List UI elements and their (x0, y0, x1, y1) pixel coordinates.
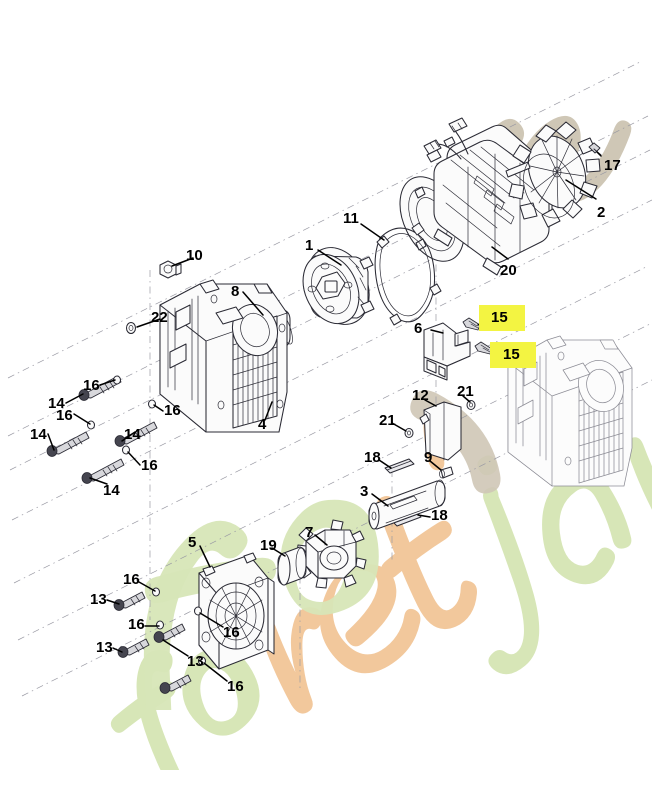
part-4-housing-left (159, 279, 288, 433)
part-11-gasket (374, 222, 442, 326)
fasteners-lower-left (113, 587, 207, 694)
callout-13-a: 13 (90, 591, 107, 608)
callout-16-b: 16 (56, 407, 73, 424)
callout-10: 10 (186, 247, 203, 264)
part-9-spacer (439, 466, 454, 479)
highlight-15-bottom (490, 342, 536, 368)
callout-14-a: 14 (48, 395, 65, 412)
callout-5: 5 (188, 534, 197, 551)
callout-19: 19 (260, 537, 277, 554)
part-7-impeller (296, 519, 367, 589)
callout-1: 1 (305, 237, 314, 254)
highlight-15-top (479, 305, 525, 331)
callout-15-bottom: 15 (503, 346, 520, 363)
callout-4: 4 (258, 416, 267, 433)
callout-2: 2 (597, 204, 606, 221)
callout-16-d: 16 (141, 457, 158, 474)
part-6-bracket (423, 322, 471, 381)
callout-16-a: 16 (83, 377, 100, 394)
part-21-pins (404, 399, 476, 439)
callout-11: 11 (343, 210, 359, 227)
callout-9: 9 (424, 449, 433, 466)
callout-16-c: 16 (164, 402, 181, 419)
callout-18-b: 18 (431, 507, 448, 524)
callout-20: 20 (500, 262, 517, 279)
callout-18-a: 18 (364, 449, 381, 466)
callout-14-c: 14 (30, 426, 47, 443)
callout-14-b: 14 (124, 426, 141, 443)
part-15-screws (462, 317, 493, 355)
part-housing-right-ghost (507, 335, 633, 487)
part-3-rotor-shaft (368, 479, 446, 530)
callout-14-d: 14 (103, 482, 120, 499)
callout-12: 12 (412, 387, 429, 404)
part-22-o-ring (125, 321, 137, 335)
part-19-bushing (277, 546, 307, 586)
part-2-cooling-fan (505, 121, 601, 228)
callout-15-top: 15 (491, 309, 508, 326)
callout-16-g: 16 (223, 624, 240, 641)
callout-16-h: 16 (227, 678, 244, 695)
callout-13-c: 13 (187, 653, 204, 670)
callout-13-b: 13 (96, 639, 113, 656)
callout-22: 22 (151, 309, 168, 326)
callout-3: 3 (360, 483, 369, 500)
part-5-fan-cover (198, 552, 275, 670)
leader-lines (47, 151, 602, 682)
callout-16-f: 16 (128, 616, 145, 633)
callout-16-e: 16 (123, 571, 140, 588)
callout-21-b: 21 (379, 412, 396, 429)
callout-7: 7 (305, 524, 314, 541)
callout-8: 8 (231, 283, 240, 300)
callout-21-a: 21 (457, 383, 474, 400)
callout-17: 17 (604, 157, 621, 174)
callout-6: 6 (414, 320, 423, 337)
part-1-motor-end-bell (302, 247, 375, 325)
part-12-cover-plate (419, 401, 462, 461)
